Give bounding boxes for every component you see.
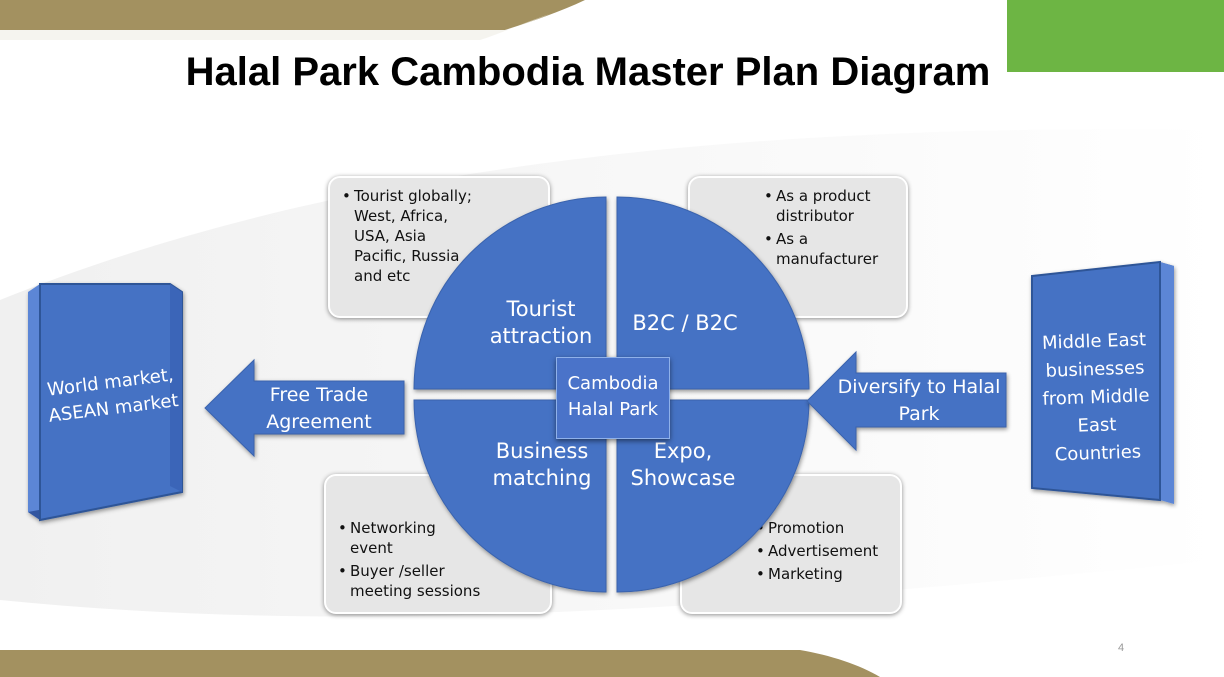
note-item: Marketing: [756, 564, 900, 584]
diversify-arrow: [806, 350, 1007, 452]
quadrant-top-right: [616, 196, 810, 390]
quadrant-label-b2c: B2C / B2C: [632, 311, 738, 335]
arrow-label-diversify: Diversify to Halal Park: [837, 376, 1001, 425]
free-trade-arrow: [204, 358, 405, 458]
top-band: [0, 0, 585, 30]
top-band-highlight: [0, 14, 550, 40]
side-label-middle-east: Middle East businesses from Middle East …: [1041, 329, 1150, 466]
world-market-panel: [28, 283, 183, 522]
note-item: Buyer /seller meeting sessions: [338, 561, 490, 601]
page-number: 4: [1118, 642, 1125, 654]
note-item: As a product distributor: [764, 186, 894, 226]
quadrant-label-business: Business matching: [492, 439, 592, 490]
center-hub-box: Cambodia Halal Park: [556, 357, 670, 439]
quadrant-bottom-right: [616, 399, 810, 593]
quadrant-label-expo: Expo, Showcase: [630, 439, 736, 490]
arrow-label-free-trade: Free Trade Agreement: [266, 384, 372, 433]
note-item: Advertisement: [756, 541, 900, 561]
quadrant-bottom-left: [413, 399, 607, 593]
middle-east-panel: [1031, 260, 1174, 504]
page-title: Halal Park Cambodia Master Plan Diagram: [185, 50, 991, 94]
note-item: Tourist globally; West, Africa, USA, Asi…: [342, 186, 472, 286]
note-item: As a manufacturer: [764, 229, 894, 269]
green-accent-block: [1007, 0, 1224, 72]
quadrant-top-left: [413, 196, 607, 390]
note-item: Networking event: [338, 518, 468, 558]
bottom-band: [0, 650, 880, 677]
quadrant-label-tourist: Tourist attraction: [489, 297, 593, 348]
